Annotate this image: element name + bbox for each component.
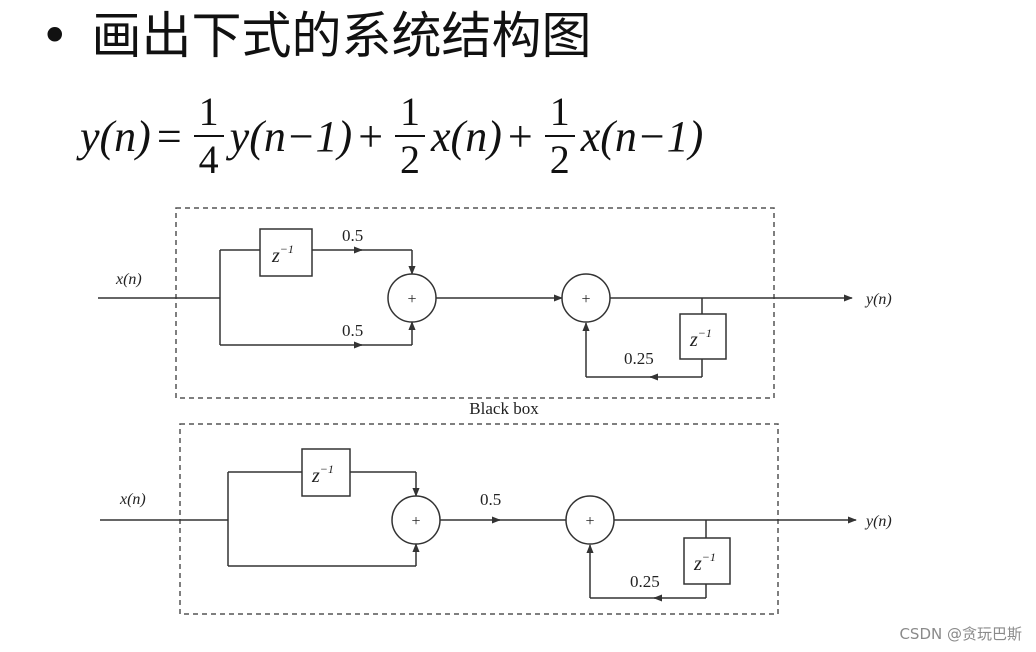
feedback-delay-block-top: [679, 313, 727, 360]
eq-fraction-1: 1 4: [193, 89, 224, 182]
gain-feedback-label-bottom: 0.25: [630, 572, 660, 591]
adder-2-symbol-bottom: +: [585, 513, 594, 530]
eq-plus-1: +: [358, 111, 384, 161]
delay-block-top: [259, 228, 313, 277]
watermark: CSDN @贪玩巴斯: [899, 625, 1022, 643]
feedback-delay-block-bottom: [683, 537, 731, 585]
eq-fraction-2-den: 2: [400, 137, 421, 182]
black-box-frame-bottom: [179, 423, 779, 615]
delay-block-bottom: [301, 448, 351, 497]
adder-1-symbol-top: +: [407, 291, 416, 308]
eq-plus-2: +: [507, 111, 533, 161]
output-label-top: y(n): [864, 291, 892, 308]
eq-fraction-1-den: 4: [198, 137, 219, 182]
bullet-icon: •: [40, 7, 70, 65]
eq-equals: =: [156, 111, 182, 161]
adder-1-symbol-bottom: +: [411, 513, 420, 530]
adder-2-symbol-top: +: [581, 291, 590, 308]
input-label-top: x(n): [115, 271, 142, 288]
eq-fraction-3: 1 2: [544, 89, 575, 182]
diagram-top: [98, 207, 853, 399]
eq-fraction-3-bar: [544, 135, 575, 137]
eq-fraction-1-bar: [193, 135, 224, 137]
eq-lhs: y(n): [80, 111, 151, 161]
eq-fraction-3-den: 2: [549, 137, 570, 182]
diagram-bottom-labels: x(n) y(n) z−1 z−1 + + 0.5 0.25: [119, 462, 892, 591]
eq-fraction-2-bar: [395, 135, 426, 137]
title-text: 画出下式的系统结构图: [91, 7, 592, 65]
diagram-top-labels: x(n) y(n) z−1 z−1 + + 0.5 0.5 0.25 Black…: [115, 226, 892, 418]
eq-fraction-2-num: 1: [400, 89, 421, 134]
output-label-bottom: y(n): [864, 513, 892, 530]
eq-fraction-1-num: 1: [198, 89, 219, 134]
input-label-bottom: x(n): [119, 491, 146, 508]
gain-lower-label-top: 0.5: [342, 321, 363, 340]
diagram-bottom: [100, 423, 857, 615]
delay-label-bottom: z−1: [311, 462, 334, 487]
eq-term-1: y(n−1): [229, 111, 353, 161]
gain-middle-label-bottom: 0.5: [480, 490, 501, 509]
black-box-frame-top: [175, 207, 775, 399]
slide-title: • 画出下式的系统结构图: [40, 4, 592, 68]
feedback-delay-label-top: z−1: [689, 326, 712, 351]
eq-fraction-2: 1 2: [395, 89, 426, 182]
eq-term-3: x(n−1): [580, 111, 704, 161]
difference-equation: y(n) = 1 4 y(n−1) + 1 2 x(n) + 1 2 x(n−1…: [80, 88, 703, 184]
gain-upper-label-top: 0.5: [342, 226, 363, 245]
gain-feedback-label-top: 0.25: [624, 349, 654, 368]
eq-term-2: x(n): [431, 111, 502, 161]
black-box-caption: Black box: [469, 399, 539, 418]
eq-fraction-3-num: 1: [549, 89, 570, 134]
feedback-delay-label-bottom: z−1: [693, 550, 716, 575]
delay-label-top: z−1: [271, 242, 294, 267]
